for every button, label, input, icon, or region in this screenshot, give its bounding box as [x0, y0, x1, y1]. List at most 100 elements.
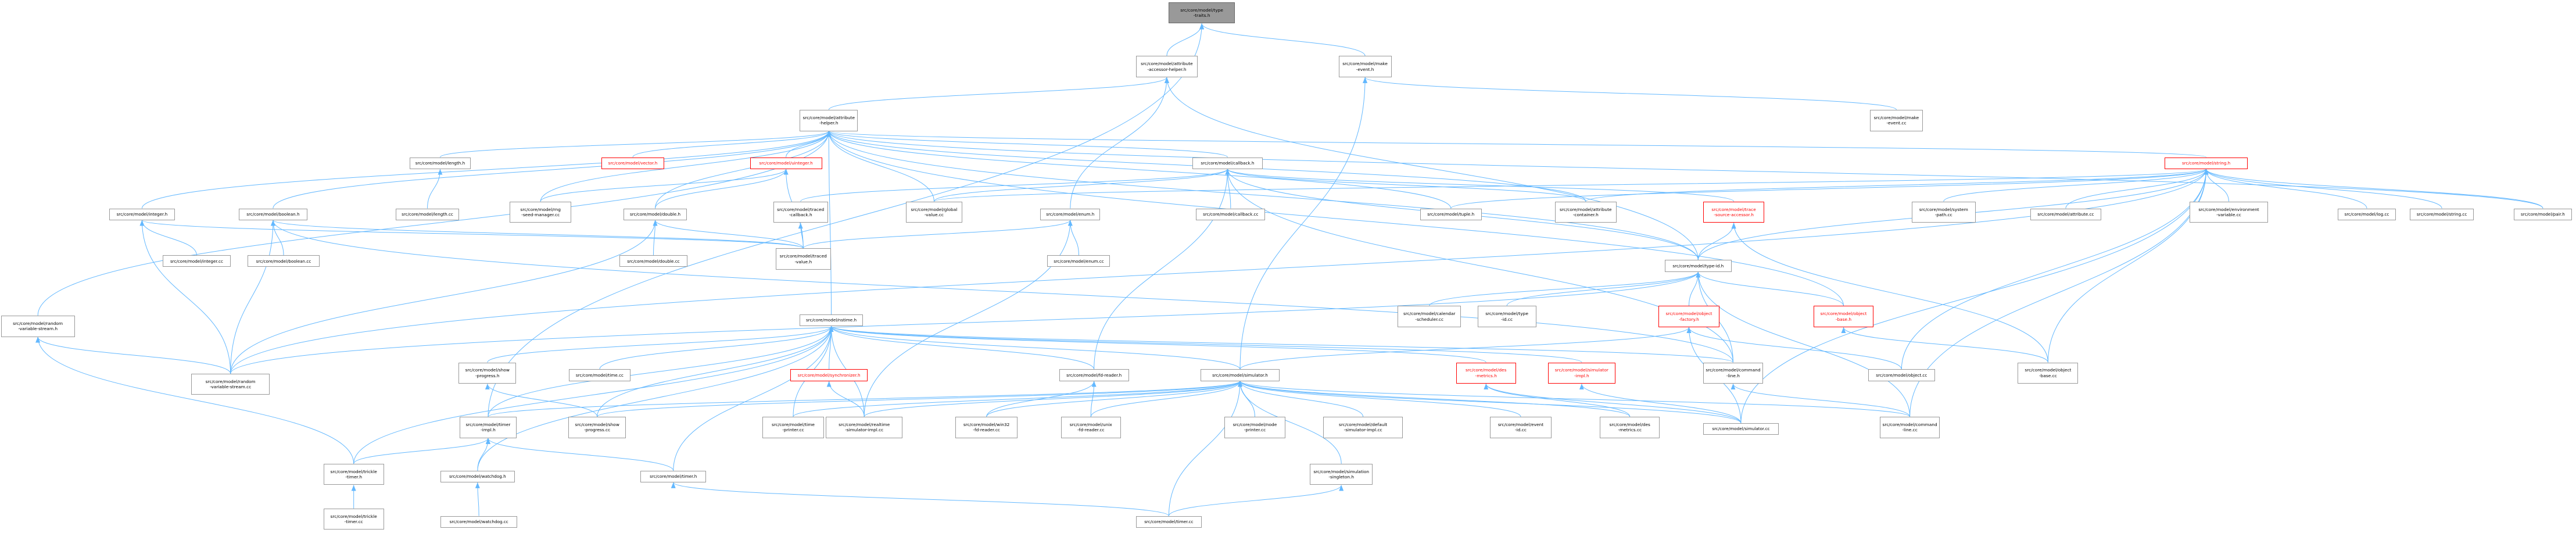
edge-enum-h-to-traced-value [802, 220, 1073, 249]
node-watchdog-cc[interactable]: src/core/model/watchdog.cc [440, 516, 518, 528]
node-show-progress-cc[interactable]: src/core/model/show -progress.cc [568, 417, 626, 438]
node-type-traits[interactable]: src/core/model/type -traits.h [1169, 2, 1235, 24]
edge-simulator-h-to-command-line-cc [1238, 381, 1911, 417]
node-type-id-h[interactable]: src/core/model/type-id.h [1664, 260, 1732, 272]
node-string-cc[interactable]: src/core/model/string.cc [2409, 208, 2474, 220]
node-tuple-h[interactable]: src/core/model/tuple.h [1420, 208, 1482, 220]
edge-boolean-h-to-traced-value [271, 220, 804, 249]
node-object-factory-h[interactable]: src/core/model/object -factory.h [1658, 306, 1719, 328]
node-simulator-h[interactable]: src/core/model/simulator.h [1201, 369, 1280, 381]
node-attribute-cc[interactable]: src/core/model/attribute.cc [2030, 208, 2101, 220]
node-time-cc[interactable]: src/core/model/time.cc [569, 369, 630, 381]
node-boolean-cc[interactable]: src/core/model/boolean.cc [248, 255, 320, 267]
node-win32-fd[interactable]: src/core/model/win32 -fd-reader.cc [955, 417, 1017, 438]
edge-nstime-h-to-trickle-timer-h [353, 326, 834, 464]
edge-attr-accessor-helper-to-type-id-h [1165, 77, 1699, 260]
node-uinteger-h[interactable]: src/core/model/uinteger.h [750, 157, 822, 169]
node-make-event-cc[interactable]: src/core/model/make -event.cc [1869, 109, 1923, 131]
node-show-progress-h[interactable]: src/core/model/show -progress.h [458, 362, 517, 384]
node-nstime-h[interactable]: src/core/model/nstime.h [800, 314, 863, 327]
node-timer-impl-h[interactable]: src/core/model/timer -impl.h [460, 417, 517, 438]
node-rng-seed[interactable]: src/core/model/rng -seed-manager.cc [510, 201, 571, 223]
edge-simulator-impl-h-to-simulator-cc [1579, 384, 1742, 424]
edge-attr-helper-to-boolean-h [273, 131, 832, 209]
node-string-h[interactable]: src/core/model/string.h [2165, 157, 2248, 169]
node-enum-h[interactable]: src/core/model/enum.h [1040, 208, 1101, 220]
edge-des-metrics-h-to-des-metrics-cc [1484, 384, 1631, 417]
node-length-cc[interactable]: src/core/model/length.cc [395, 208, 460, 220]
edge-string-h-to-log-cc [2204, 169, 2367, 209]
node-attr-accessor-helper[interactable]: src/core/model/attribute -accessor-helpe… [1136, 56, 1198, 77]
node-simulator-impl-h[interactable]: src/core/model/simulator -impl.h [1547, 362, 1616, 384]
node-callback-h[interactable]: src/core/model/callback.h [1192, 157, 1263, 169]
node-object-base-cc[interactable]: src/core/model/object -base.cc [2018, 362, 2079, 384]
edge-integer-h-to-random-var-cc [139, 220, 231, 374]
node-type-id-cc[interactable]: src/core/model/type -id.cc [1477, 306, 1536, 328]
node-watchdog-h[interactable]: src/core/model/watchdog.h [440, 470, 515, 482]
edge-string-h-to-simulator-cc [1740, 169, 2209, 424]
node-timer-h[interactable]: src/core/model/timer.h [640, 470, 706, 482]
node-enum-cc[interactable]: src/core/model/enum.cc [1047, 255, 1110, 267]
node-unix-fd[interactable]: src/core/model/unix -fd-reader.cc [1061, 417, 1121, 438]
edge-string-h-to-attr-container [1585, 169, 2209, 202]
node-object-cc[interactable]: src/core/model/object.cc [1868, 369, 1935, 381]
node-traced-value[interactable]: src/core/model/traced -value.h [775, 248, 832, 270]
node-realtime-sim[interactable]: src/core/model/realtime -simulator-impl.… [825, 417, 903, 438]
node-boolean-h[interactable]: src/core/model/boolean.h [238, 208, 307, 220]
node-default-sim[interactable]: src/core/model/default -simulator-impl.c… [1323, 417, 1403, 438]
node-env-variable[interactable]: src/core/model/environment -variable.cc [2190, 201, 2268, 223]
edge-boolean-h-to-command-line-h [271, 220, 1733, 363]
edge-timer-h-to-timer-cc [671, 482, 1169, 517]
edge-nstime-h-to-simulator-impl-h [829, 325, 1582, 363]
edge-boolean-h-to-random-var-cc [230, 220, 275, 374]
node-random-var-cc[interactable]: src/core/model/random -variable-stream.c… [191, 373, 270, 395]
node-des-metrics-h[interactable]: src/core/model/des -metrics.h [1456, 362, 1516, 384]
node-des-metrics-cc[interactable]: src/core/model/des -metrics.cc [1600, 417, 1660, 438]
node-callback-cc[interactable]: src/core/model/callback.cc [1196, 208, 1266, 220]
edge-type-id-h-to-object-base-h [1696, 271, 1844, 306]
node-time-printer[interactable]: src/core/model/time -printer.cc [762, 417, 824, 438]
node-calendar-sched[interactable]: src/core/model/calendar -scheduler.cc [1398, 306, 1461, 328]
edge-string-h-to-attribute-cc [2065, 169, 2209, 209]
node-fd-reader-h[interactable]: src/core/model/fd-reader.h [1059, 369, 1129, 381]
node-synchronizer-h[interactable]: src/core/model/synchronizer.h [790, 369, 868, 381]
node-integer-h[interactable]: src/core/model/integer.h [109, 208, 175, 220]
node-double-h[interactable]: src/core/model/double.h [624, 208, 687, 220]
node-integer-cc[interactable]: src/core/model/integer.cc [162, 255, 231, 267]
node-node-printer[interactable]: src/core/model/node -printer.cc [1224, 417, 1285, 438]
node-attr-container[interactable]: src/core/model/attribute -container.h [1554, 201, 1617, 223]
node-vector-h[interactable]: src/core/model/vector.h [601, 157, 664, 169]
node-length-h[interactable]: src/core/model/length.h [409, 157, 471, 169]
node-random-var-h[interactable]: src/core/model/random -variable-stream.h [1, 315, 75, 337]
node-double-cc[interactable]: src/core/model/double.cc [619, 255, 687, 267]
node-object-base-h[interactable]: src/core/model/object -base.h [1813, 306, 1874, 328]
edge-simulator-h-to-timer-cc [1168, 381, 1242, 516]
node-timer-cc[interactable]: src/core/model/timer.cc [1136, 516, 1202, 528]
edge-nstime-h-to-simulator-h [829, 326, 1241, 370]
edge-simulator-h-to-event-id-cc [1238, 381, 1521, 417]
node-system-path[interactable]: src/core/model/system -path.cc [1911, 201, 1976, 223]
node-trickle-timer-cc[interactable]: src/core/model/trickle -timer.cc [323, 508, 384, 530]
edge-fd-reader-h-to-win32-fd [986, 381, 1097, 417]
node-event-id-cc[interactable]: src/core/model/event -id.cc [1490, 417, 1552, 438]
node-traced-callback[interactable]: src/core/model/traced -callback.h [773, 201, 828, 223]
node-command-line-h[interactable]: src/core/model/command -line.h [1703, 362, 1763, 384]
node-attr-helper[interactable]: src/core/model/attribute -helper.h [800, 109, 858, 131]
edge-string-h-to-system-path [1943, 169, 2209, 202]
node-trace-source-accessor[interactable]: src/core/model/trace -source-accessor.h [1703, 201, 1765, 223]
node-make-event-h[interactable]: src/core/model/make -event.h [1338, 56, 1392, 77]
edge-callback-h-to-global-value [933, 169, 1230, 202]
edge-string-h-to-tuple-h [1450, 169, 2209, 209]
edge-string-h-to-pair-h [2204, 169, 2543, 209]
node-simulator-cc[interactable]: src/core/model/simulator.cc [1703, 423, 1779, 435]
node-log-cc[interactable]: src/core/model/log.cc [2337, 208, 2396, 220]
node-command-line-cc[interactable]: src/core/model/command -line.cc [1879, 417, 1940, 438]
edge-random-var-h-to-trickle-timer-h [35, 337, 354, 464]
edge-nstime-h-to-command-line-h [829, 325, 1733, 363]
edge-type-id-h-to-command-line-cc [1696, 271, 1911, 417]
node-trickle-timer-h[interactable]: src/core/model/trickle -timer.h [323, 463, 384, 485]
node-pair-h[interactable]: src/core/model/pair.h [2513, 208, 2573, 220]
node-sim-singleton[interactable]: src/core/model/simulation -singleton.h [1310, 463, 1373, 485]
node-global-value[interactable]: src/core/model/global -value.cc [905, 201, 962, 223]
